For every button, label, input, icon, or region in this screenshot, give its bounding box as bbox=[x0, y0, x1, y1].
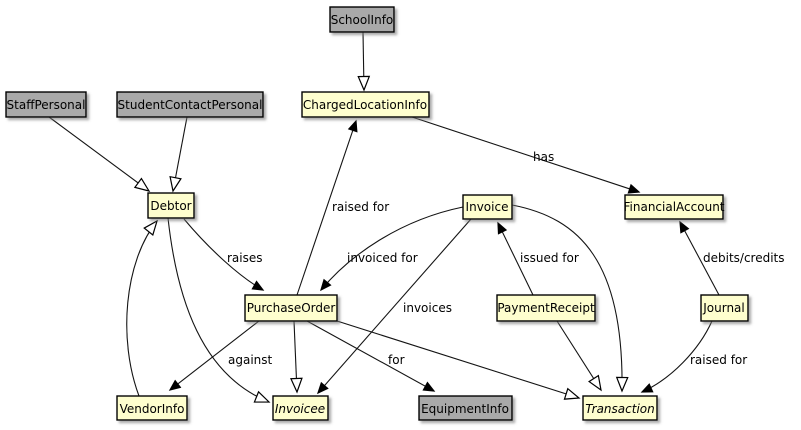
node-payment-receipt: PaymentReceipt bbox=[496, 294, 596, 322]
node-debtor-label: Debtor bbox=[150, 199, 191, 213]
node-transaction: Transaction bbox=[582, 395, 658, 421]
edge-purchase-order-for-equipment-info bbox=[306, 320, 436, 392]
node-journal: Journal bbox=[700, 294, 749, 322]
node-debtor-box bbox=[147, 192, 195, 219]
node-payment-receipt-label: PaymentReceipt bbox=[497, 301, 595, 315]
node-school-info-box bbox=[329, 6, 395, 33]
nodes-layer: SchoolInfo StaffPersonal StudentContactP… bbox=[5, 6, 749, 421]
node-equipment-info-label: EquipmentInfo bbox=[421, 402, 509, 416]
node-payment-receipt-box bbox=[496, 294, 596, 322]
edge-label-raises: raises bbox=[227, 251, 263, 265]
edge-label-invoices: invoices bbox=[403, 301, 452, 315]
edge-payment-receipt-extends-transaction bbox=[556, 320, 602, 392]
edge-labels-layer: has raised for raises invoiced for issue… bbox=[227, 150, 785, 367]
node-vendor-info-box bbox=[116, 395, 188, 421]
node-financial-account: FinancialAccount bbox=[624, 194, 725, 220]
node-purchase-order-label: PurchaseOrder bbox=[247, 301, 336, 315]
edge-label-for: for bbox=[388, 353, 405, 367]
edge-purchase-order-raised-for-charged-location bbox=[296, 119, 358, 296]
node-debtor: Debtor bbox=[147, 192, 195, 219]
node-vendor-info: VendorInfo bbox=[116, 395, 188, 421]
edge-label-raised-for-left: raised for bbox=[332, 200, 389, 214]
edge-invoice-extends-transaction bbox=[511, 204, 629, 393]
edge-student-contact-personal-extends-debtor bbox=[169, 116, 188, 193]
edges-layer bbox=[48, 31, 720, 403]
edge-school-info-extends-charged-location-info bbox=[357, 31, 371, 92]
node-student-contact-personal-box bbox=[116, 91, 264, 118]
edge-journal-debits-credits-financial-account bbox=[679, 220, 720, 296]
node-charged-location-info-label: ChargedLocationInfo bbox=[303, 98, 427, 112]
node-journal-box bbox=[700, 294, 749, 322]
node-charged-location-info: ChargedLocationInfo bbox=[301, 91, 430, 118]
node-invoice-label: Invoice bbox=[466, 200, 509, 214]
node-purchase-order-box bbox=[244, 294, 338, 322]
node-invoicee-box bbox=[272, 395, 329, 421]
node-invoice-box bbox=[462, 194, 513, 220]
edge-purchase-order-against-vendor-info bbox=[168, 320, 260, 391]
node-equipment-info-box bbox=[418, 395, 513, 421]
node-financial-account-box bbox=[624, 194, 724, 220]
node-student-contact-personal: StudentContactPersonal bbox=[116, 91, 264, 118]
node-invoicee: Invoicee bbox=[272, 395, 329, 421]
node-equipment-info: EquipmentInfo bbox=[418, 395, 513, 421]
edge-debtor-raises-purchase-order bbox=[183, 218, 265, 291]
edge-label-issued-for: issued for bbox=[520, 251, 579, 265]
edge-staff-personal-extends-debtor bbox=[48, 116, 151, 192]
edge-label-has: has bbox=[533, 150, 554, 164]
node-transaction-label: Transaction bbox=[585, 402, 654, 416]
node-charged-location-info-box bbox=[301, 91, 430, 118]
node-invoicee-label: Invoicee bbox=[275, 402, 325, 416]
edge-label-invoiced-for: invoiced for bbox=[347, 251, 418, 265]
node-school-info: SchoolInfo bbox=[329, 6, 395, 33]
node-purchase-order: PurchaseOrder bbox=[244, 294, 338, 322]
node-vendor-info-label: VendorInfo bbox=[120, 402, 185, 416]
node-student-contact-personal-label: StudentContactPersonal bbox=[118, 98, 263, 112]
edge-vendor-info-extends-debtor bbox=[126, 219, 158, 397]
edge-label-debits-credits: debits/credits bbox=[703, 251, 785, 265]
node-staff-personal-box bbox=[5, 91, 87, 118]
edge-label-raised-for-right: raised for bbox=[690, 353, 747, 367]
edge-debtor-extends-invoicee bbox=[167, 217, 271, 403]
edge-invoice-invoices-invoicee bbox=[316, 218, 472, 395]
node-school-info-label: SchoolInfo bbox=[331, 13, 394, 27]
edge-invoice-invoiced-for-purchase-order bbox=[320, 206, 464, 292]
node-journal-label: Journal bbox=[702, 301, 745, 315]
edge-payment-receipt-issued-for-invoice bbox=[497, 221, 534, 296]
edge-purchase-order-extends-invoicee bbox=[290, 320, 303, 394]
node-transaction-box bbox=[582, 395, 658, 421]
edge-purchase-order-extends-transaction bbox=[336, 320, 581, 400]
node-financial-account-label: FinancialAccount bbox=[624, 200, 725, 214]
node-staff-personal-label: StaffPersonal bbox=[7, 98, 86, 112]
node-staff-personal: StaffPersonal bbox=[5, 91, 87, 118]
edge-label-against: against bbox=[228, 353, 273, 367]
node-invoice: Invoice bbox=[462, 194, 513, 220]
edge-journal-raised-for-transaction bbox=[640, 320, 713, 393]
edge-charged-location-has-financial-account bbox=[411, 116, 641, 194]
